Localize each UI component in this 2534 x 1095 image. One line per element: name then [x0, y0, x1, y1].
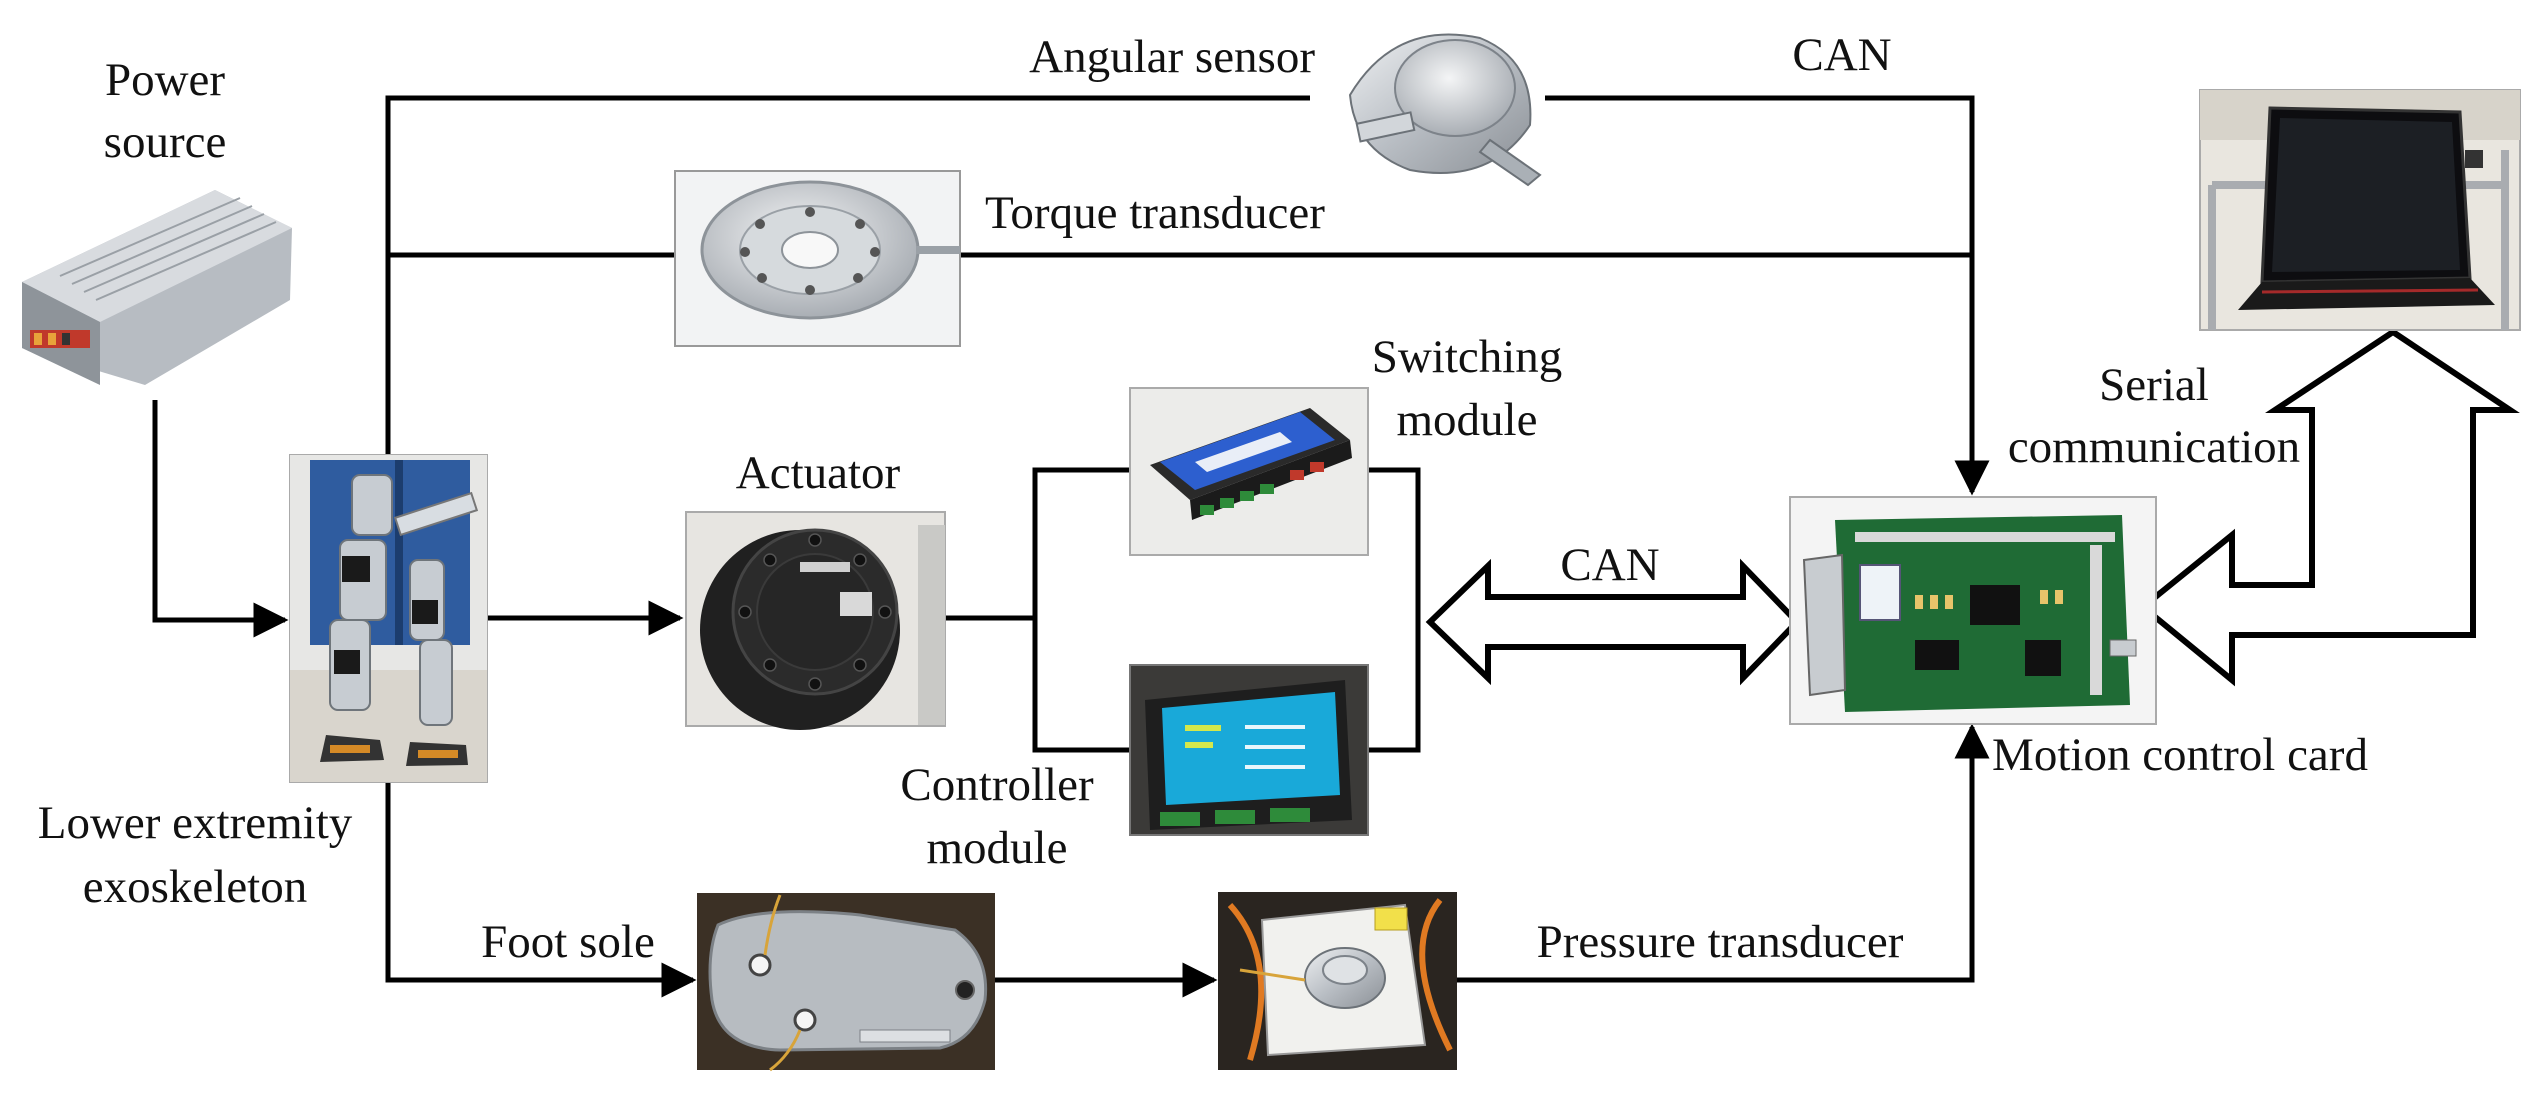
- pressure-to-motion-card-line: [1457, 723, 1990, 983]
- controller-module-label: Controller: [900, 759, 1094, 811]
- switching-module-label-line2: module: [1397, 394, 1538, 446]
- motion-control-card-label: Motion control card: [1992, 729, 2368, 781]
- pressure-transducer-label: Pressure transducer: [1537, 916, 1904, 968]
- angular-sensor-label: Angular sensor: [1029, 31, 1315, 83]
- exoskeleton-to-foot-sole-line: [385, 782, 697, 998]
- power-to-exoskeleton-line: [152, 400, 289, 638]
- can-top-label: CAN: [1792, 29, 1891, 81]
- torque-sensor-icon: [674, 170, 961, 347]
- foot-sole-plate-icon: [697, 893, 995, 1072]
- modules-right-bracket: [1368, 467, 1421, 753]
- laptop-icon: [2199, 89, 2521, 331]
- torque-transducer-label: Torque transducer: [985, 187, 1325, 239]
- foot-sole-label: Foot sole: [481, 916, 655, 968]
- switching-module-icon: [1129, 387, 1369, 556]
- serial-communication-label: Serial: [2099, 359, 2209, 411]
- controller-module-label-line2: module: [927, 822, 1068, 874]
- angular-encoder-icon: [1348, 33, 1542, 187]
- exoskeleton-label: Lower extremity: [38, 797, 353, 849]
- power-source-label: Power: [105, 54, 225, 106]
- can-middle-label: CAN: [1560, 539, 1659, 591]
- power-source-label-line2: source: [104, 116, 227, 168]
- controller-module-icon: [1129, 664, 1369, 836]
- modules-left-bracket: [1032, 467, 1130, 753]
- serial-communication-label-line2: communication: [2008, 421, 2300, 473]
- exoskeleton-icon: [289, 454, 488, 783]
- pressure-sensor-icon: [1218, 892, 1457, 1070]
- labels: Power source Angular sensor CAN Torque t…: [38, 29, 2368, 968]
- switching-module-label: Switching: [1372, 331, 1563, 383]
- angular-sensor-to-can-line: [1545, 95, 1990, 496]
- actuator-label: Actuator: [736, 447, 901, 499]
- power-supply-icon: [22, 190, 292, 385]
- serial-communication-arrow: [2138, 328, 2520, 687]
- exoskeleton-sensor-trunk-line: [385, 95, 1310, 455]
- exoskeleton-label-line2: exoskeleton: [83, 861, 308, 913]
- connection-lines: [152, 95, 1990, 998]
- actuator-motor-icon: [685, 511, 946, 730]
- circuit-board-icon: [1789, 496, 2157, 725]
